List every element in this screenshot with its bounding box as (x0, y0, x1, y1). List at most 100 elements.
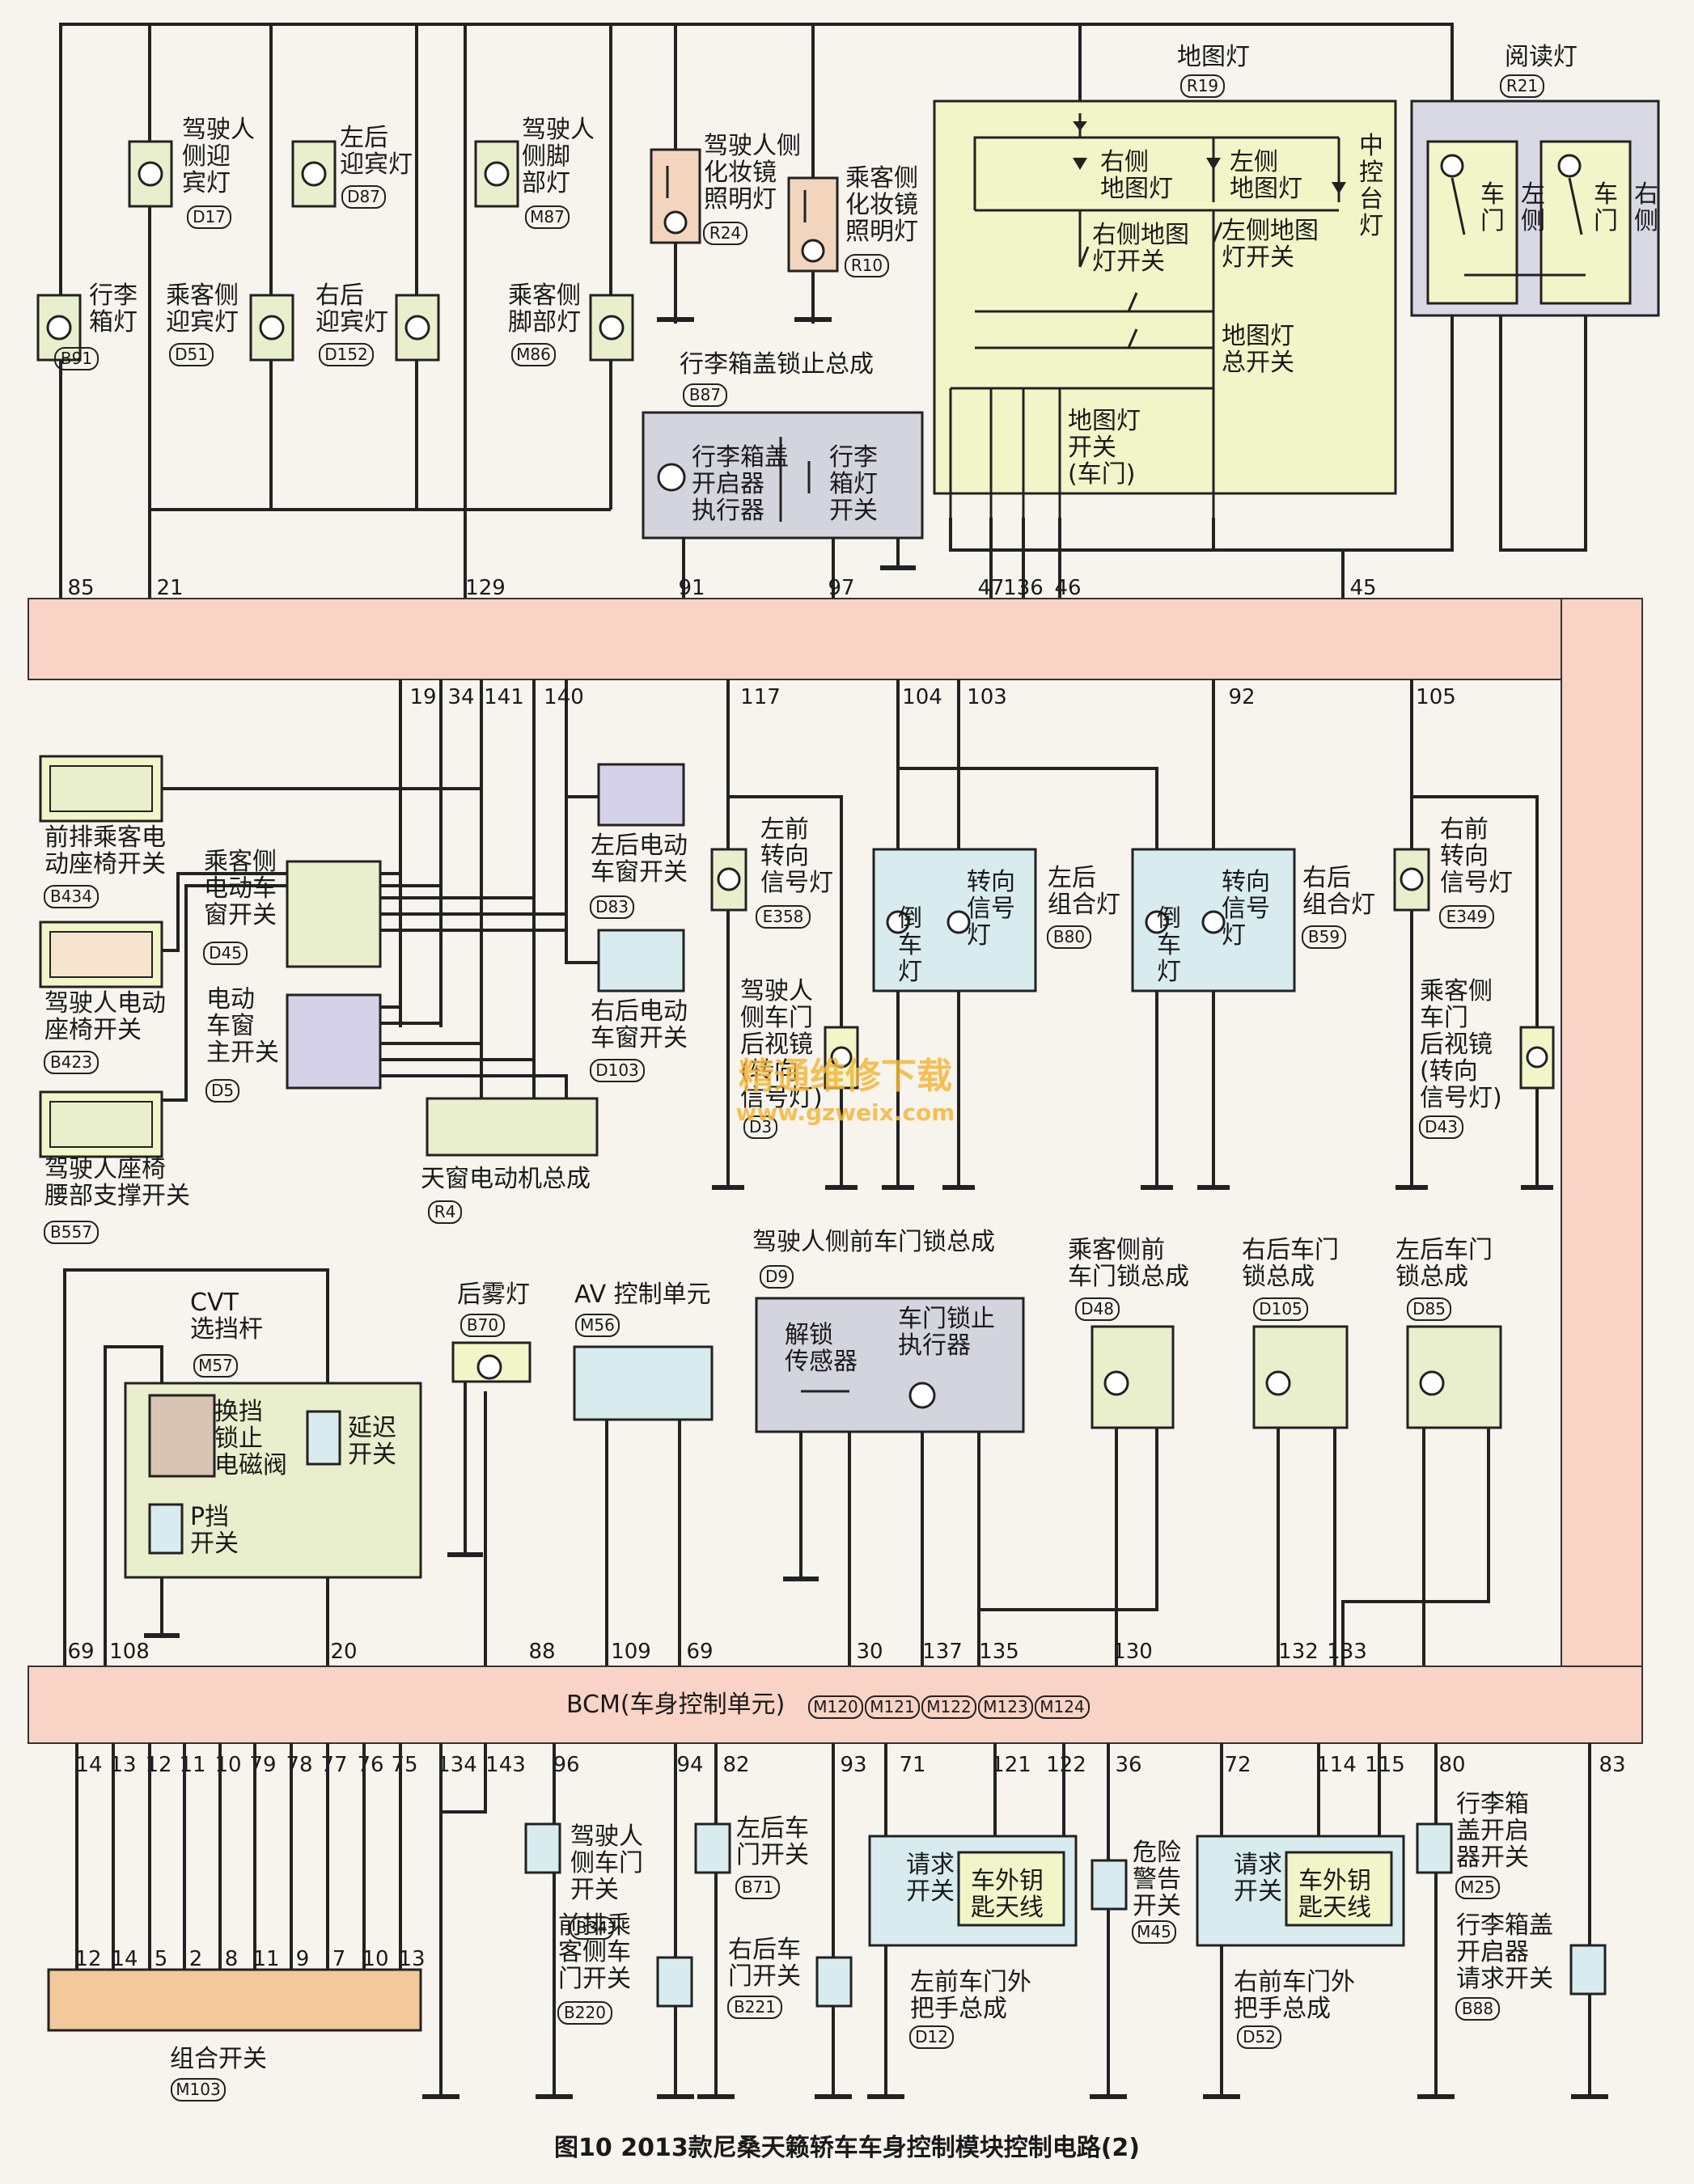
cvt-code: M57 (193, 1354, 238, 1378)
rear-fog-code: B70 (460, 1314, 505, 1337)
svg-text:B91: B91 (61, 349, 92, 368)
svg-text:R24: R24 (709, 223, 741, 243)
driver-door-lock-code: D9 (760, 1265, 794, 1289)
trunk-opener-sw-label: 行李箱盖开启器开关 (1456, 1790, 1529, 1872)
bcm-bottom-pin-96: 96 (553, 1753, 579, 1777)
sunroof-label: 天窗电动机总成 (421, 1165, 591, 1193)
bus-top (28, 598, 1643, 680)
svg-text:M124: M124 (1040, 1697, 1084, 1716)
component-lf-handle (868, 1835, 1078, 1947)
component-pass-welcome (249, 294, 294, 362)
unlock-sensor-label: 解锁传感器 (785, 1321, 858, 1376)
bcm-top-pin-132: 132 (1278, 1640, 1319, 1664)
rr-door-lock-label: 右后车门锁总成 (1242, 1236, 1339, 1291)
svg-text:R4: R4 (434, 1202, 456, 1221)
svg-text:D103: D103 (595, 1060, 639, 1080)
right-map-lamp-label: 右侧地图灯 (1100, 148, 1173, 203)
svg-text:M56: M56 (580, 1315, 615, 1335)
pin-85: 85 (67, 576, 94, 600)
svg-text:D45: D45 (209, 943, 242, 963)
pin-34: 34 (447, 685, 474, 709)
svg-text:M123: M123 (983, 1697, 1027, 1716)
lr-combo-code: B80 (1047, 925, 1091, 949)
map-light-label: 地图灯 (1177, 43, 1250, 71)
bcm-top-pin-30: 30 (856, 1640, 883, 1664)
svg-text:B80: B80 (1053, 927, 1085, 946)
pin-91: 91 (678, 576, 705, 600)
figure-title: 图10 2013款尼桑天籁轿车车身控制模块控制电路(2) (554, 2134, 1140, 2162)
left-map-switch-label: 左侧地图灯开关 (1222, 217, 1319, 272)
svg-text:M45: M45 (1137, 1922, 1171, 1941)
component-rr-door-lock (1252, 1325, 1349, 1429)
lf-handle-label: 左前车门外把手总成 (910, 1968, 1031, 2023)
front-pass-door-sw-code: B220 (557, 2001, 612, 2025)
lr-reverse-label: 倒车灯 (898, 904, 922, 986)
svg-text:B423: B423 (50, 1052, 92, 1072)
component-rr-combo (1131, 848, 1296, 993)
trunk-request-sw-label: 行李箱盖开启器请求开关 (1456, 1911, 1553, 1993)
rf-turn-label: 右前转向信号灯 (1440, 815, 1513, 897)
bcm-bottom-pin-14: 14 (75, 1753, 102, 1777)
component-rf-handle (1196, 1835, 1405, 1947)
driver-mirror-code: D3 (743, 1115, 777, 1139)
combo-pin-2: 2 (189, 1947, 203, 1971)
lf-antenna-label: 车外钥匙天线 (971, 1867, 1044, 1922)
bcm-bottom-pin-114: 114 (1316, 1753, 1357, 1777)
combo-pin-10: 10 (362, 1947, 388, 1971)
svg-text:M103: M103 (176, 2080, 220, 2099)
map-main-switch-label: 地图灯总开关 (1222, 322, 1294, 377)
combo-switch-code: M103 (171, 2078, 226, 2101)
combo-pin-7: 7 (332, 1947, 346, 1971)
svg-text:D83: D83 (595, 897, 629, 916)
component-driver-door-sw (524, 1822, 561, 1874)
svg-text:M120: M120 (813, 1697, 858, 1716)
right-rear-welcome-code: D152 (319, 343, 374, 366)
component-lr-combo (872, 848, 1037, 993)
front-pass-seat-label: 前排乘客电动座椅开关 (44, 823, 166, 878)
bcm-m123-code: M123 (978, 1695, 1033, 1719)
lr-door-lock-label: 左后车门锁总成 (1395, 1236, 1493, 1291)
bcm-top-pin-109: 109 (611, 1640, 651, 1664)
component-rear-fog (451, 1341, 531, 1383)
pin-105: 105 (1416, 685, 1456, 709)
component-trunk-request-sw (1569, 1944, 1607, 1996)
component-lr-door-sw (694, 1822, 731, 1874)
pass-welcome-code: D51 (169, 343, 214, 366)
component-lr-window (597, 763, 685, 827)
front-pass-door-sw-label: 前排乘客侧车门开关 (558, 1911, 631, 1993)
pass-foot-code: M86 (511, 343, 556, 366)
pass-welcome-label: 乘客侧迎宾灯 (166, 281, 239, 336)
bcm-top-pin-20: 20 (330, 1640, 357, 1664)
pin-103: 103 (967, 685, 1007, 709)
svg-text:B87: B87 (689, 385, 721, 404)
driver-door-sw-code: B34 (570, 1916, 614, 1940)
reading-right-side-label: 右侧 (1634, 180, 1658, 235)
svg-text:R19: R19 (1187, 76, 1218, 95)
rr-reverse-label: 倒车灯 (1157, 904, 1181, 986)
bcm-bus (28, 1666, 1643, 1744)
component-rf-turn (1393, 848, 1430, 912)
pin-21: 21 (156, 576, 183, 600)
labels: 行李箱灯B91驾驶人侧迎宾灯D17乘客侧迎宾灯D51左后迎宾灯D87右后迎宾灯D… (44, 43, 1658, 2101)
lr-turn-label: 转向信号灯 (967, 868, 1015, 950)
component-front-pass-seat (39, 755, 163, 823)
bcm-bottom-pin-71: 71 (899, 1753, 925, 1777)
svg-text:D51: D51 (175, 345, 208, 364)
combo-pin-14: 14 (111, 1947, 138, 1971)
svg-text:D9: D9 (765, 1267, 788, 1286)
left-rear-welcome-code: D87 (341, 185, 386, 209)
component-driver-foot (474, 140, 519, 208)
svg-text:E349: E349 (1446, 907, 1488, 926)
hazard-code: M45 (1132, 1920, 1176, 1944)
combo-pin-11: 11 (252, 1947, 279, 1971)
rf-antenna-label: 车外钥匙天线 (1298, 1867, 1371, 1922)
front-pass-seat-code: B434 (44, 885, 99, 908)
pin-129: 129 (465, 576, 506, 600)
rf-turn-code: E349 (1439, 905, 1494, 929)
driver-seat-code: B423 (44, 1051, 99, 1074)
driver-seat-label: 驾驶人电动座椅开关 (44, 989, 166, 1044)
component-driver-door-lock (755, 1297, 1025, 1433)
driver-foot-code: M87 (525, 205, 570, 229)
bcm-top-pin-69: 69 (686, 1640, 713, 1664)
component-av-unit (573, 1345, 714, 1421)
